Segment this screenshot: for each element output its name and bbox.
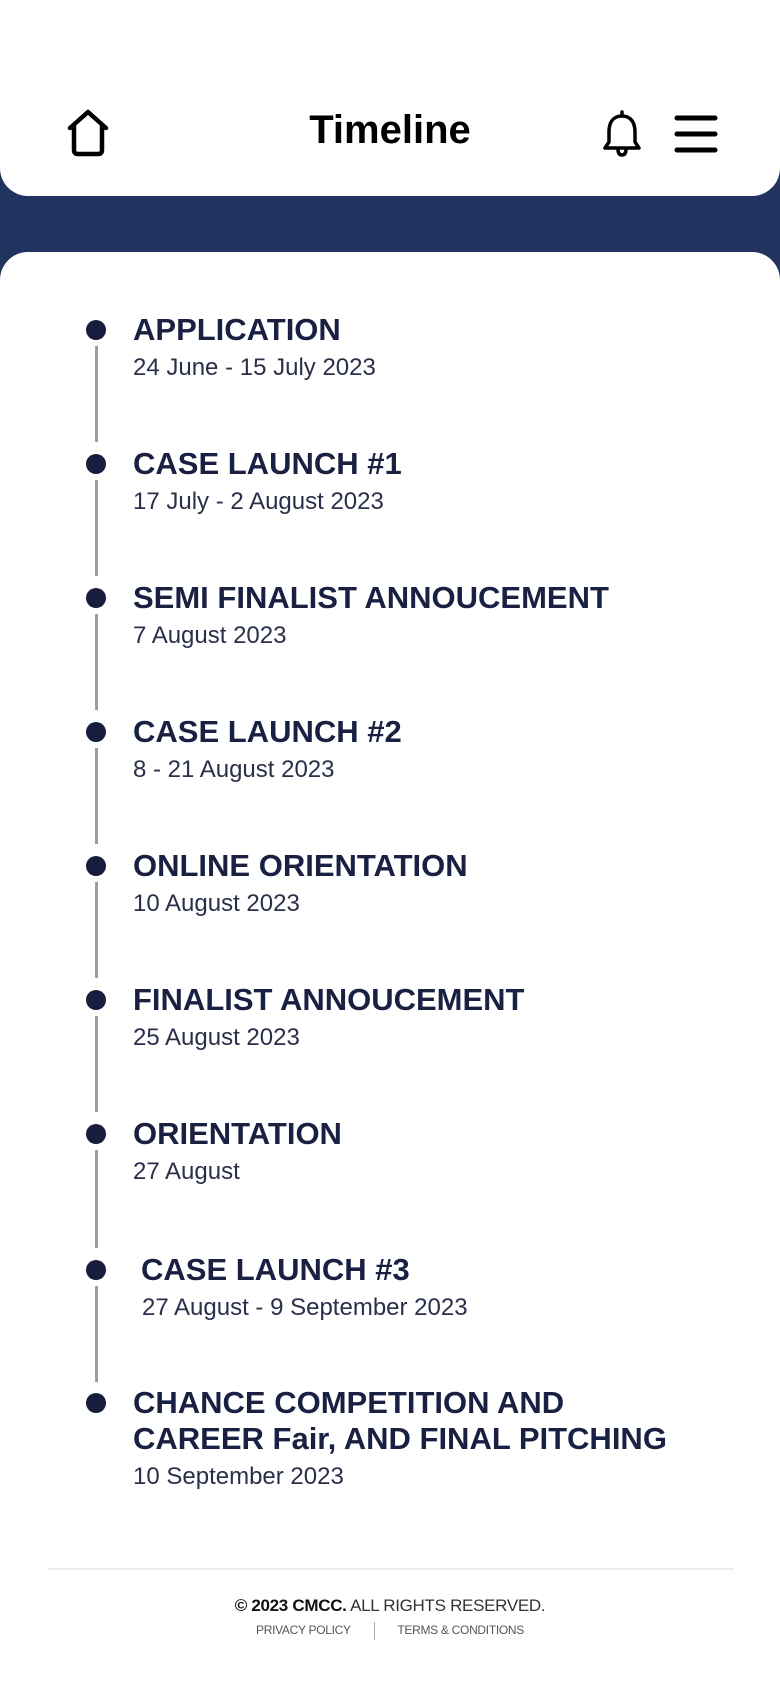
timeline-item-date: 27 August - 9 September 2023 (142, 1294, 468, 1321)
home-icon (67, 109, 109, 157)
timeline-dot (86, 320, 106, 340)
link-separator (373, 1622, 375, 1640)
timeline-dot (86, 1124, 106, 1144)
timeline-item-date: 7 August 2023 (133, 622, 287, 649)
timeline-item-title: ORIENTATION (133, 1116, 342, 1151)
timeline-item-title: CASE LAUNCH #2 (133, 714, 402, 749)
copyright-rights: ALL RIGHTS RESERVED. (346, 1596, 546, 1615)
timeline-connector (95, 614, 98, 710)
timeline-item-date: 10 September 2023 (133, 1463, 344, 1490)
timeline-item-date: 25 August 2023 (133, 1024, 300, 1051)
timeline-dot (86, 856, 106, 876)
timeline-dot (86, 1260, 106, 1280)
timeline-item-title: APPLICATION (133, 312, 341, 347)
timeline-card: APPLICATION 24 June - 15 July 2023 CASE … (0, 252, 780, 1688)
menu-button[interactable] (672, 112, 720, 156)
timeline-connector (95, 1150, 98, 1248)
bell-icon (603, 110, 641, 157)
footer-divider (48, 1568, 734, 1570)
copyright-text: © 2023 CMCC. ALL RIGHTS RESERVED. (0, 1596, 780, 1616)
home-button[interactable] (62, 108, 114, 158)
timeline-item-date: 27 August (133, 1158, 240, 1185)
timeline-item-title-line: CAREER Fair, AND FINAL PITCHING (133, 1421, 667, 1456)
timeline-item-title-line: CHANCE COMPETITION AND (133, 1385, 565, 1420)
timeline-item-date: 8 - 21 August 2023 (133, 756, 335, 783)
top-app-bar: Timeline (0, 0, 780, 196)
copyright-brand: © 2023 CMCC. (234, 1596, 347, 1615)
footer-links: PRIVACY POLICY TERMS & CONDITIONS (0, 1622, 780, 1640)
timeline-item-date: 10 August 2023 (133, 890, 300, 917)
timeline-item-title: CASE LAUNCH #3 (141, 1252, 410, 1287)
timeline-item-title: ONLINE ORIENTATION (133, 848, 468, 883)
timeline-dot (86, 722, 106, 742)
timeline-dot (86, 454, 106, 474)
timeline-item-title: CHANCE COMPETITION AND CAREER Fair, AND … (133, 1385, 753, 1457)
timeline-dot (86, 1393, 106, 1413)
timeline-item-date: 17 July - 2 August 2023 (133, 488, 384, 515)
timeline-connector (95, 480, 98, 576)
timeline-connector (95, 882, 98, 978)
terms-conditions-link[interactable]: TERMS & CONDITIONS (397, 1623, 524, 1638)
timeline-dot (86, 588, 106, 608)
timeline-item-date: 24 June - 15 July 2023 (133, 354, 376, 381)
timeline-connector (95, 1016, 98, 1112)
timeline-dot (86, 990, 106, 1010)
privacy-policy-link[interactable]: PRIVACY POLICY (256, 1623, 351, 1638)
notifications-button[interactable] (598, 108, 646, 160)
timeline-item-title: FINALIST ANNOUCEMENT (133, 982, 525, 1017)
page-title: Timeline (309, 108, 471, 152)
hamburger-menu-icon (674, 115, 718, 153)
timeline-item-title: SEMI FINALIST ANNOUCEMENT (133, 580, 609, 615)
timeline-connector (95, 1286, 98, 1382)
timeline-connector (95, 346, 98, 442)
timeline-item-title: CASE LAUNCH #1 (133, 446, 402, 481)
timeline-connector (95, 748, 98, 844)
